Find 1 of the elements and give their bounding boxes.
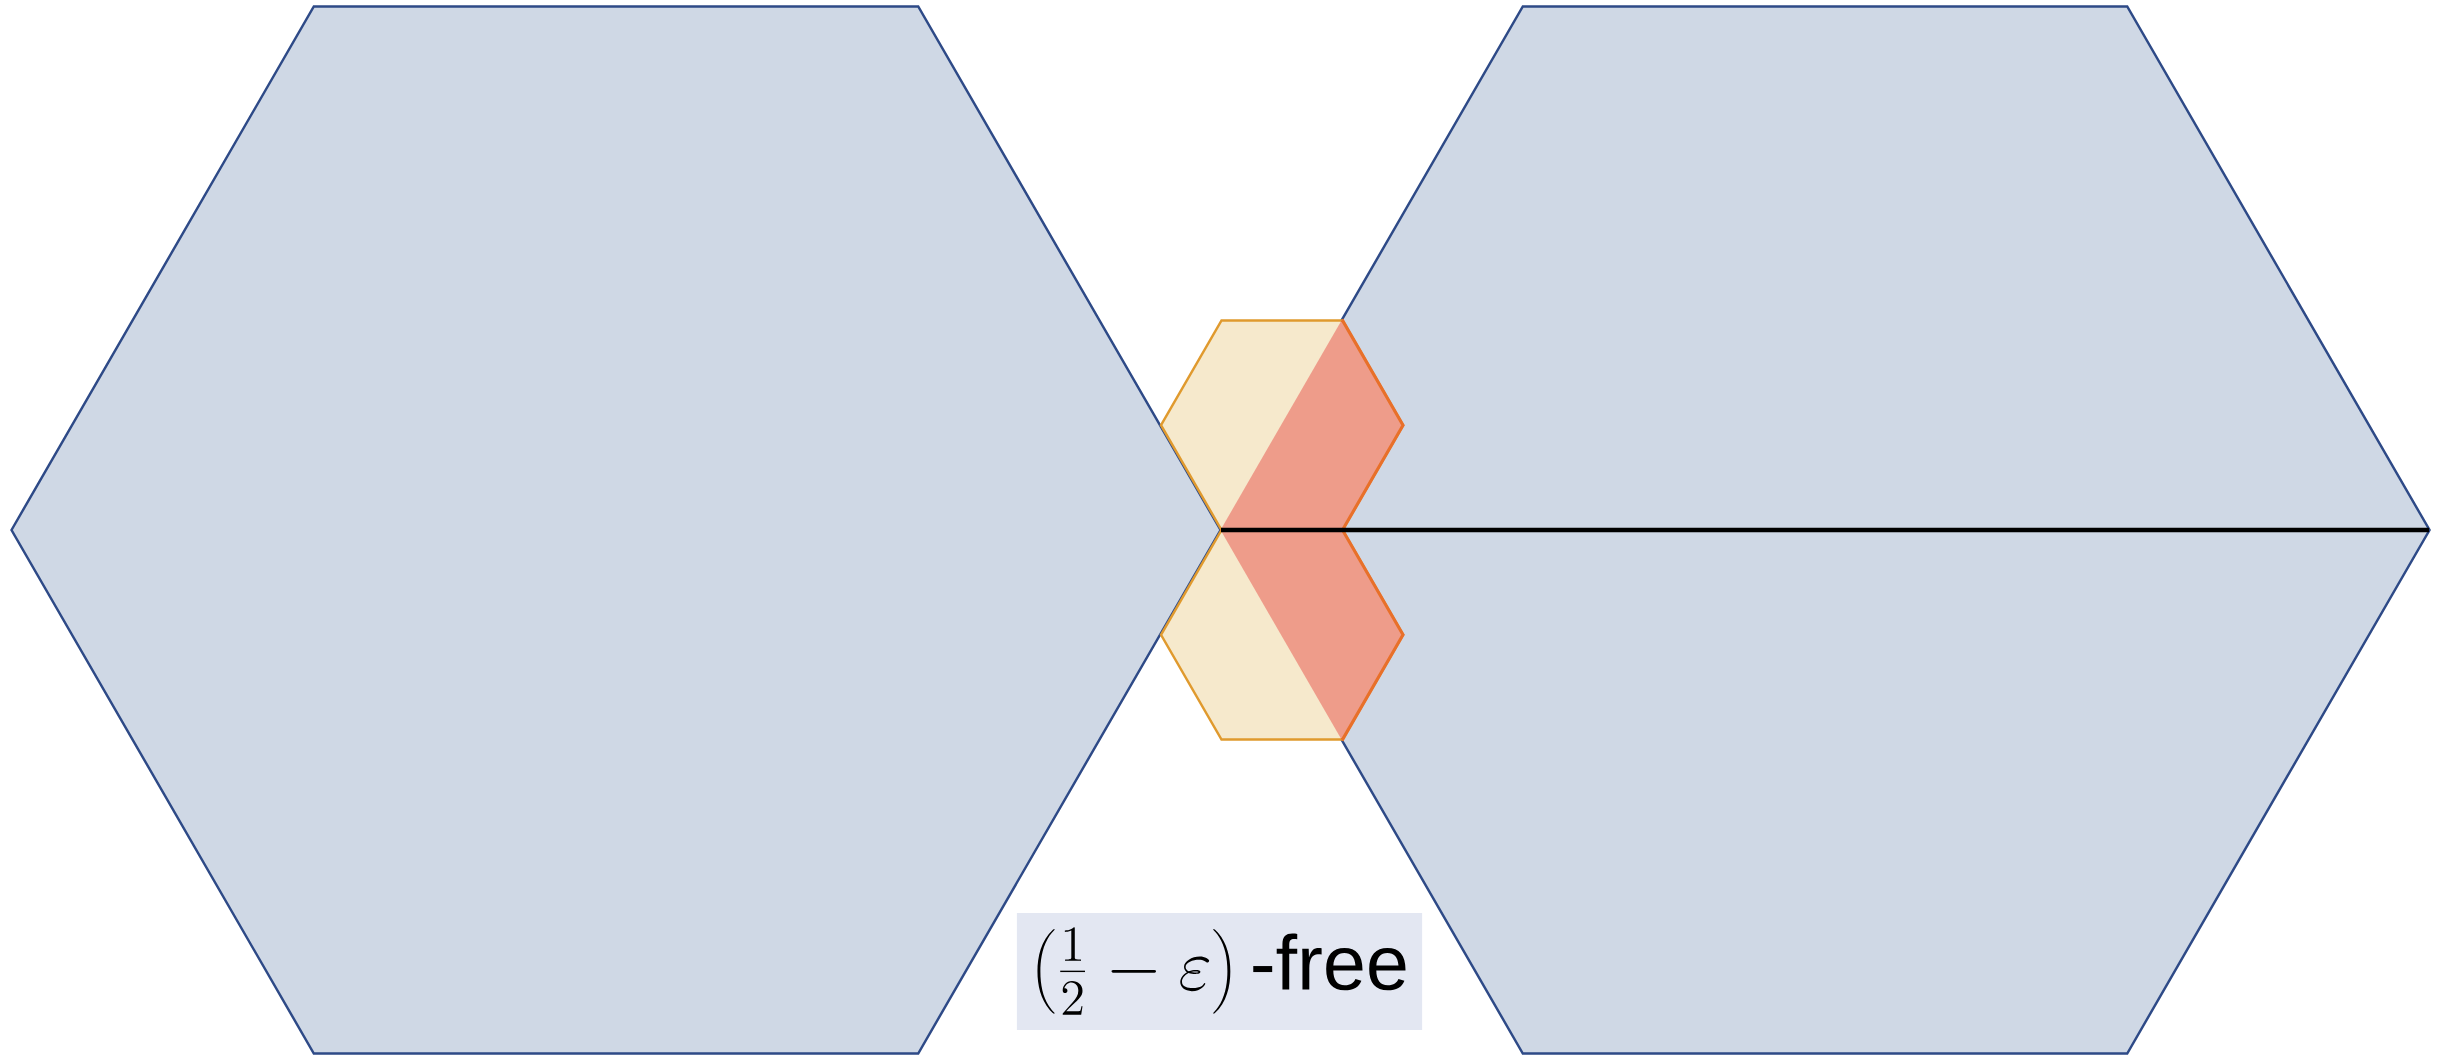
formula-label: $\left(\frac{1}{2}-\varepsilon\right)\mbox{-free}$: [1016, 912, 1423, 1031]
